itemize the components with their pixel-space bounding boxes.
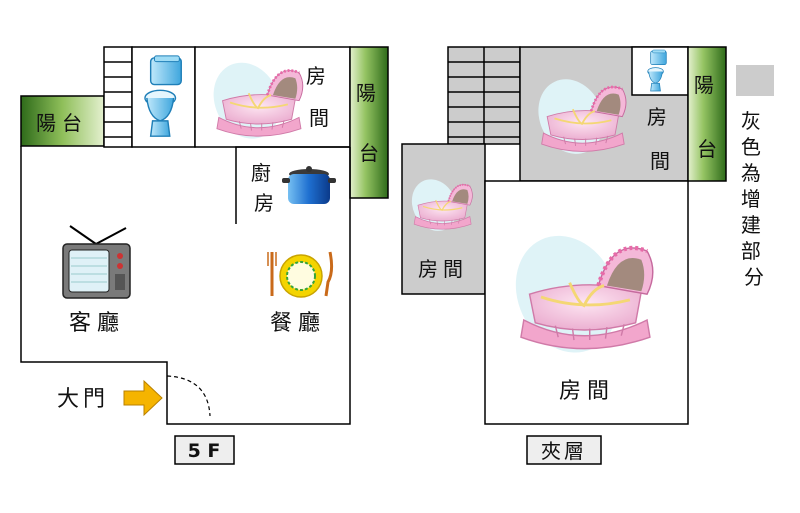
legend-char-4: 增 bbox=[741, 187, 761, 211]
kitchen-partition bbox=[235, 146, 350, 224]
label-balcony-mezzanine-char1: 陽 bbox=[694, 73, 714, 97]
label-living-room: 客廳 bbox=[69, 311, 125, 336]
legend-char-1: 灰 bbox=[741, 109, 761, 133]
label-dining-room: 餐廳 bbox=[270, 311, 326, 336]
balcony-left bbox=[20, 95, 105, 147]
legend-char-7: 分 bbox=[744, 265, 764, 289]
label-bedroom-5f-char1: 房 bbox=[306, 64, 326, 88]
floor-mezzanine: 房 間 陽 台 房間 房間 夾層 bbox=[401, 46, 727, 465]
label-balcony-mezzanine: 陽 台 bbox=[694, 73, 720, 161]
legend-char-3: 為 bbox=[741, 161, 761, 185]
tv-icon bbox=[62, 225, 131, 299]
legend-char-2: 色 bbox=[741, 135, 761, 159]
label-bedroom-5f: 房 間 bbox=[306, 64, 332, 130]
caption-box-5f bbox=[174, 435, 235, 465]
label-bedroom-large: 房間 bbox=[559, 379, 615, 404]
caption-5f: 5 F bbox=[188, 440, 221, 462]
balcony-mezzanine bbox=[687, 46, 727, 182]
caption-box-mezzanine bbox=[526, 435, 602, 465]
label-balcony-right-char2: 台 bbox=[359, 141, 379, 165]
legend: 灰 色 為 增 建 部 分 bbox=[736, 65, 774, 289]
pot-icon bbox=[282, 166, 336, 204]
floor-5f: 陽台 房 間 陽 台 廚 房 客廳 餐廳 大門 5 F bbox=[20, 46, 389, 465]
legend-swatch bbox=[736, 65, 774, 96]
legend-text: 灰 色 為 增 建 部 分 bbox=[741, 109, 767, 289]
label-balcony-right: 陽 台 bbox=[356, 81, 382, 165]
label-kitchen-char1: 廚 bbox=[251, 161, 271, 185]
staircase-5f bbox=[103, 46, 133, 148]
label-balcony-right-char1: 陽 bbox=[356, 81, 376, 105]
label-main-door: 大門 bbox=[57, 387, 109, 412]
label-bedroom-upper-char2: 間 bbox=[650, 149, 670, 173]
label-bedroom-upper-char1: 房 bbox=[647, 105, 667, 129]
label-balcony-mezzanine-char2: 台 bbox=[697, 137, 717, 161]
door-swing bbox=[166, 375, 211, 417]
door-arrow-icon bbox=[123, 379, 163, 417]
label-bedroom-upper: 房 間 bbox=[647, 105, 673, 173]
plate-icon bbox=[267, 251, 334, 298]
label-balcony-left: 陽台 bbox=[36, 111, 88, 135]
label-kitchen-char2: 房 bbox=[254, 191, 274, 215]
legend-char-6: 部 bbox=[741, 239, 761, 263]
label-kitchen: 廚 房 bbox=[251, 161, 277, 215]
caption-mezzanine: 夾層 bbox=[541, 439, 587, 463]
living-area-outline bbox=[20, 146, 351, 425]
staircase-mezzanine bbox=[447, 46, 521, 145]
balcony-right bbox=[349, 46, 389, 199]
label-bedroom-left: 房間 bbox=[418, 257, 468, 281]
legend-char-5: 建 bbox=[741, 213, 761, 237]
label-bedroom-5f-char2: 間 bbox=[309, 106, 329, 130]
